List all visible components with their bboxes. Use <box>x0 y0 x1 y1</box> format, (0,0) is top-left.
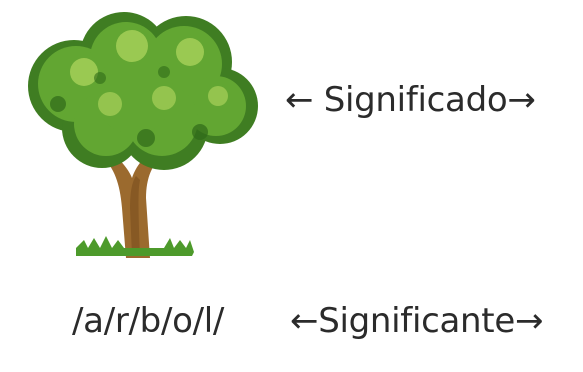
significado-text: Significado <box>323 80 508 120</box>
right-arrow-icon: → <box>507 80 536 120</box>
phonological-form: /a/r/b/o/l/ <box>72 301 225 341</box>
right-arrow-icon: → <box>514 301 544 341</box>
significante-label: ←Significante→ <box>290 304 543 338</box>
left-arrow-icon: ← <box>290 301 319 341</box>
tree-icon <box>14 8 264 260</box>
left-arrow-icon: ← <box>285 80 314 120</box>
significante-text: Significante <box>318 301 515 341</box>
significado-label: ← Significado→ <box>285 83 536 117</box>
